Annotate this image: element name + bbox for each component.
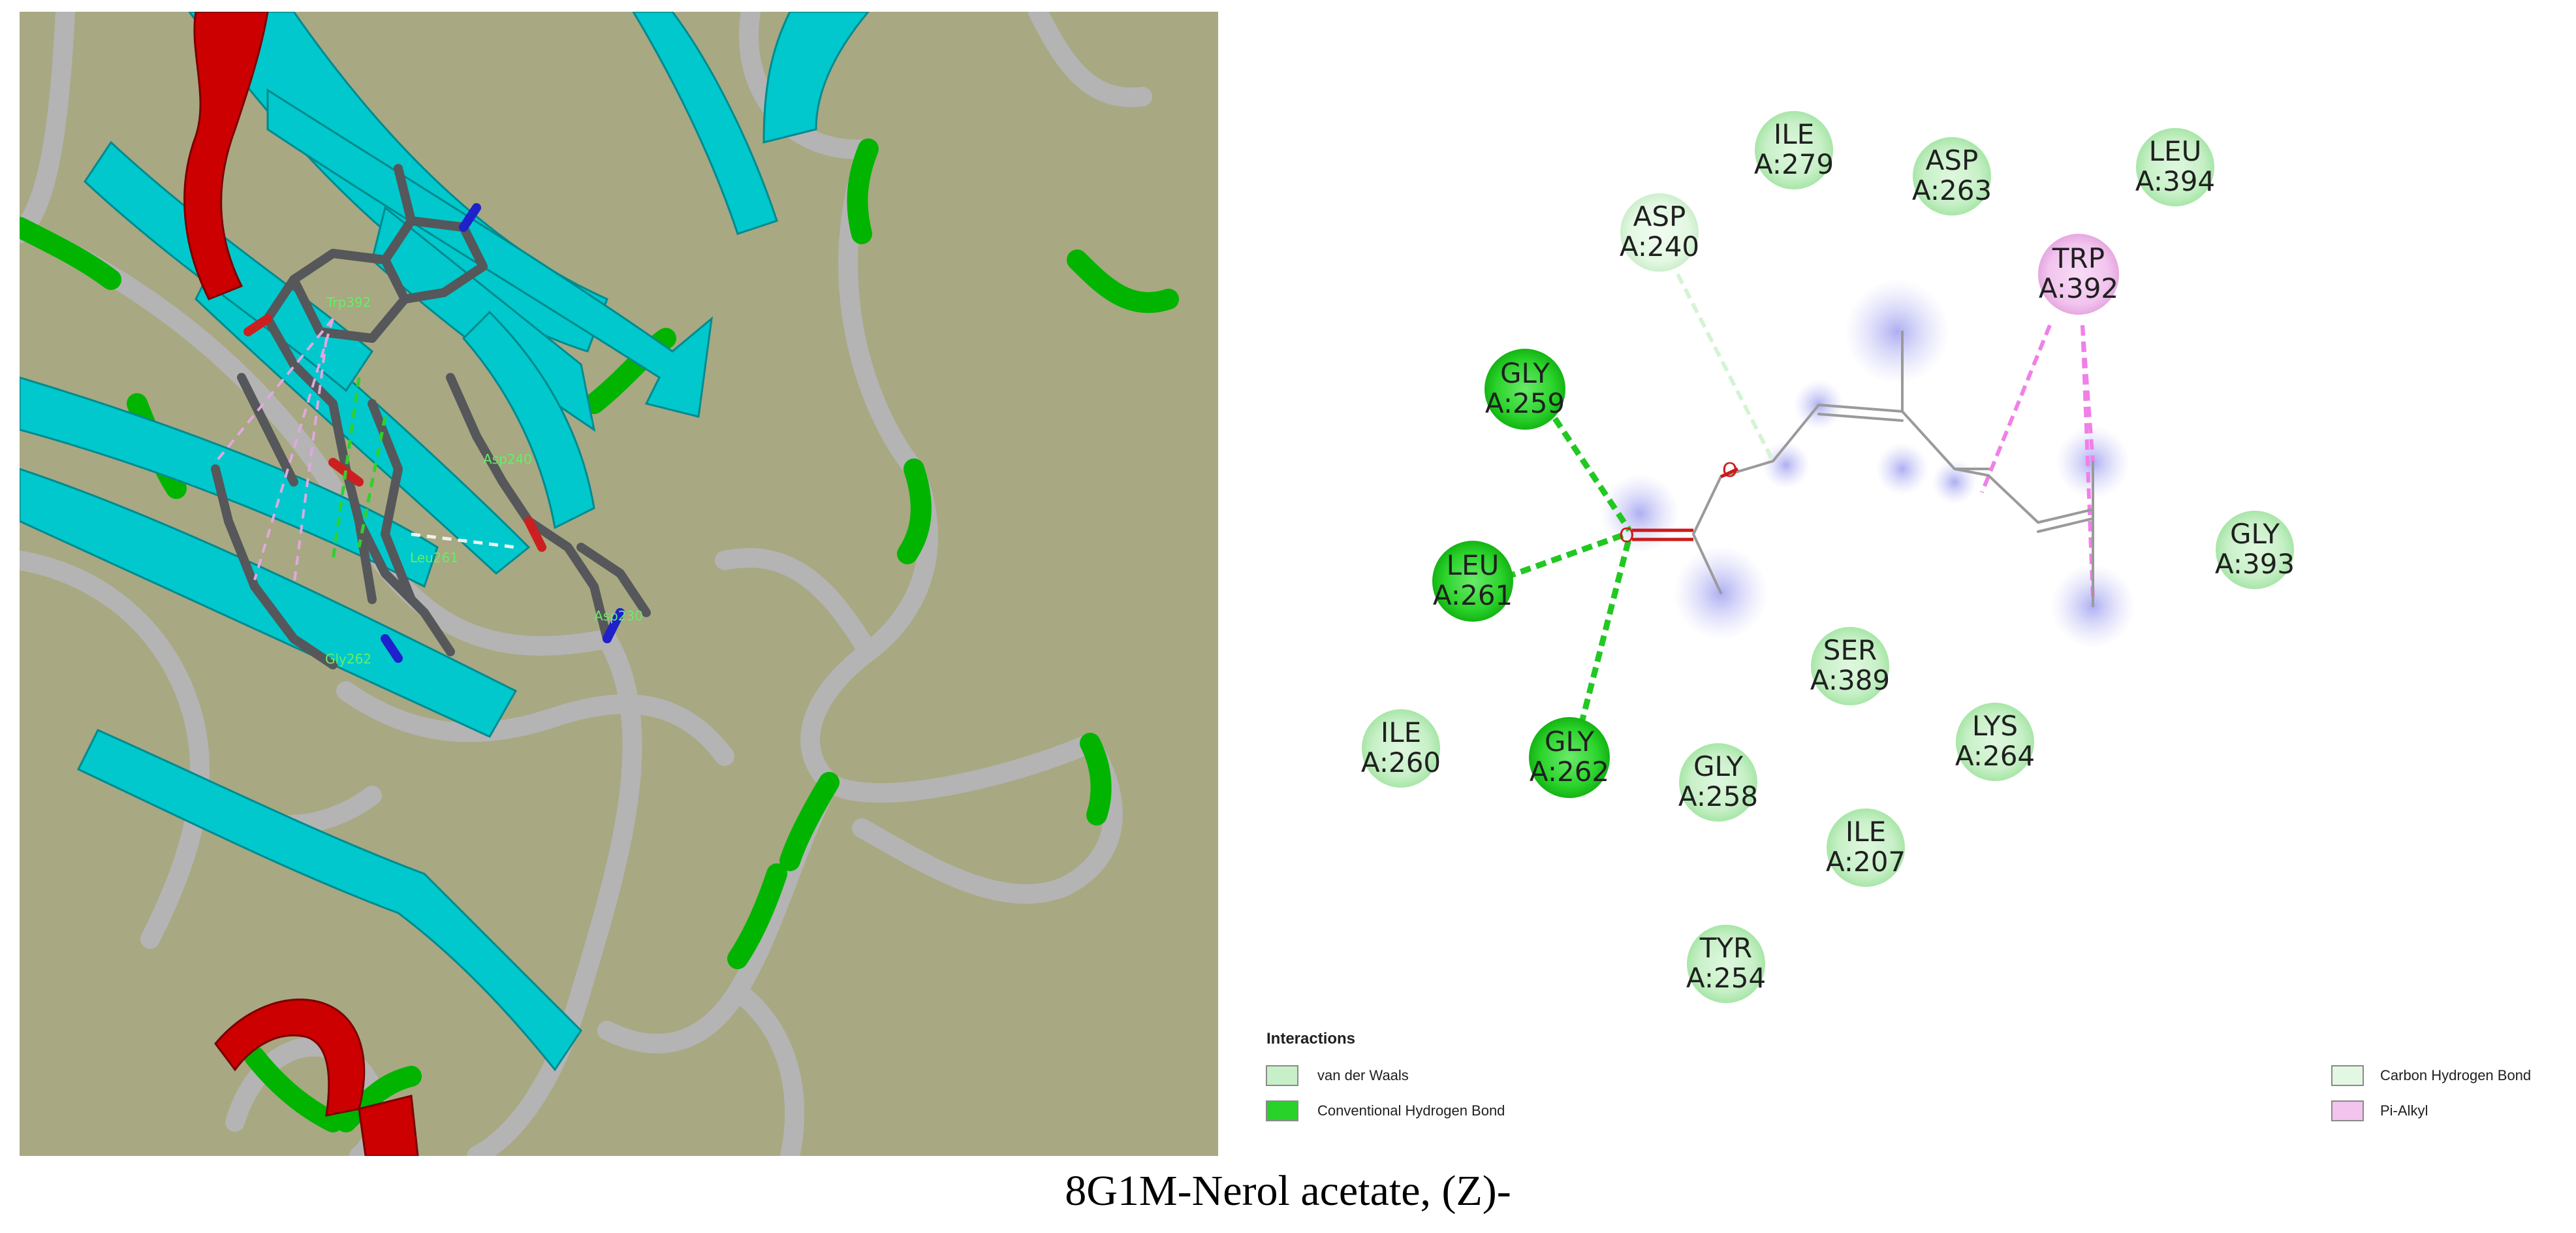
svg-text:Conventional Hydrogen Bond: Conventional Hydrogen Bond xyxy=(1317,1102,1505,1119)
nitrogen-sticks xyxy=(381,203,625,663)
svg-text:TRP: TRP xyxy=(2052,242,2105,274)
svg-text:ASP: ASP xyxy=(1633,200,1686,232)
residue-ile279: ILE A:279 xyxy=(1754,111,1834,189)
label-gly262: Gly262 xyxy=(325,651,371,667)
hbond-line-gly262 xyxy=(1578,536,1633,726)
svg-text:A:260: A:260 xyxy=(1361,746,1441,778)
residue-asp240: ASP A:240 xyxy=(1620,193,1699,272)
label-asp240: Asp240 xyxy=(483,451,532,467)
residue-leu394: LEU A:394 xyxy=(2135,128,2215,206)
svg-text:A:394: A:394 xyxy=(2135,165,2215,197)
residue-ser389: SER A:389 xyxy=(1810,627,1890,705)
svg-text:ILE: ILE xyxy=(1846,816,1886,848)
residue-gly258: GLY A:258 xyxy=(1678,743,1758,822)
hbond-line-gly259 xyxy=(1543,403,1632,532)
residue-gly259: GLY A:259 xyxy=(1484,349,1565,430)
svg-text:ILE: ILE xyxy=(1381,716,1421,748)
svg-text:van der Waals: van der Waals xyxy=(1317,1067,1409,1083)
structure-3d-view: Trp392 Asp240 Leu261 Gly262 Asp230 xyxy=(20,12,1218,1156)
carbonyl-oxygen: O xyxy=(1619,524,1635,547)
legend-title: Interactions xyxy=(1266,1030,1355,1048)
residue-ile207: ILE A:207 xyxy=(1826,809,1906,887)
interaction-diagram-2d: O O ILE A:279 ASP A:263 LEU A:394 ASP A:… xyxy=(1266,111,2531,1121)
svg-text:LEU: LEU xyxy=(2149,135,2202,167)
ligand-2d xyxy=(1692,330,2094,607)
alpha-helices xyxy=(183,12,419,1156)
interaction-lines xyxy=(1504,273,2095,726)
legend: Interactions van der Waals Conventional … xyxy=(1266,1030,2531,1121)
figure-caption: 8G1M-Nerol acetate, (Z)- xyxy=(1065,1167,1511,1215)
pi-alkyl-dashes xyxy=(214,317,334,587)
solvent-halos xyxy=(1601,280,2135,648)
pialkyl-line-3 xyxy=(2081,325,2095,600)
legend-item-pi-alkyl: Pi-Alkyl xyxy=(2331,1100,2428,1121)
beta-strands xyxy=(20,12,870,1072)
svg-text:ILE: ILE xyxy=(1774,118,1814,150)
residue-lys264: LYS A:264 xyxy=(1955,703,2035,781)
svg-text:Carbon Hydrogen Bond: Carbon Hydrogen Bond xyxy=(2380,1067,2531,1083)
svg-text:A:393: A:393 xyxy=(2215,548,2295,580)
svg-text:A:240: A:240 xyxy=(1620,231,1699,263)
svg-text:A:261: A:261 xyxy=(1433,579,1513,611)
svg-text:ASP: ASP xyxy=(1926,144,1979,176)
residue-asp263: ASP A:263 xyxy=(1912,137,1992,216)
svg-text:GLY: GLY xyxy=(1500,357,1550,389)
residue-trp392: TRP A:392 xyxy=(2038,234,2119,315)
residue-tyr254: TYR A:254 xyxy=(1686,925,1766,1003)
svg-text:GLY: GLY xyxy=(1693,750,1743,782)
svg-text:A:258: A:258 xyxy=(1678,780,1758,812)
turn-segments xyxy=(20,138,1179,1132)
legend-item-conventional-hbond: Conventional Hydrogen Bond xyxy=(1266,1100,1505,1121)
residue-gly393: GLY A:393 xyxy=(2215,511,2295,589)
carbonyl-bonds xyxy=(1632,467,1739,541)
label-asp230: Asp230 xyxy=(594,608,643,624)
svg-text:A:392: A:392 xyxy=(2039,272,2118,304)
svg-text:A:262: A:262 xyxy=(1530,756,1609,788)
label-leu261: Leu261 xyxy=(410,550,458,566)
svg-text:TYR: TYR xyxy=(1699,932,1753,964)
svg-text:GLY: GLY xyxy=(2230,518,2280,550)
hbond-dashes xyxy=(331,377,387,561)
svg-text:A:279: A:279 xyxy=(1754,148,1834,180)
residue-leu261: LEU A:261 xyxy=(1432,541,1513,622)
legend-item-vdw: van der Waals xyxy=(1266,1065,1409,1086)
svg-text:LEU: LEU xyxy=(1447,549,1500,581)
svg-text:LYS: LYS xyxy=(1972,710,2018,742)
svg-text:A:389: A:389 xyxy=(1810,664,1890,696)
svg-text:A:254: A:254 xyxy=(1686,962,1766,994)
svg-text:SER: SER xyxy=(1823,634,1877,666)
carbon-hbond-dash xyxy=(411,532,516,549)
ester-oxygen: O xyxy=(1722,459,1738,482)
residue-gly262: GLY A:262 xyxy=(1529,717,1610,798)
label-trp392: Trp392 xyxy=(326,295,371,310)
svg-text:A:264: A:264 xyxy=(1955,740,2035,772)
svg-text:Pi-Alkyl: Pi-Alkyl xyxy=(2380,1102,2428,1119)
hbond-line-leu261 xyxy=(1504,531,1627,581)
residue-ile260: ILE A:260 xyxy=(1361,709,1441,788)
svg-text:GLY: GLY xyxy=(1545,726,1594,758)
svg-text:A:207: A:207 xyxy=(1826,846,1906,878)
chbond-line-asp240 xyxy=(1676,273,1775,462)
svg-text:A:263: A:263 xyxy=(1912,174,1992,206)
ribbon-render: Trp392 Asp240 Leu261 Gly262 Asp230 xyxy=(20,12,1179,1156)
legend-item-carbon-hbond: Carbon Hydrogen Bond xyxy=(2331,1065,2531,1086)
svg-text:A:259: A:259 xyxy=(1485,387,1565,419)
pialkyl-line-1 xyxy=(1980,324,2052,494)
structure-labels: Trp392 Asp240 Leu261 Gly262 Asp230 xyxy=(325,295,643,667)
